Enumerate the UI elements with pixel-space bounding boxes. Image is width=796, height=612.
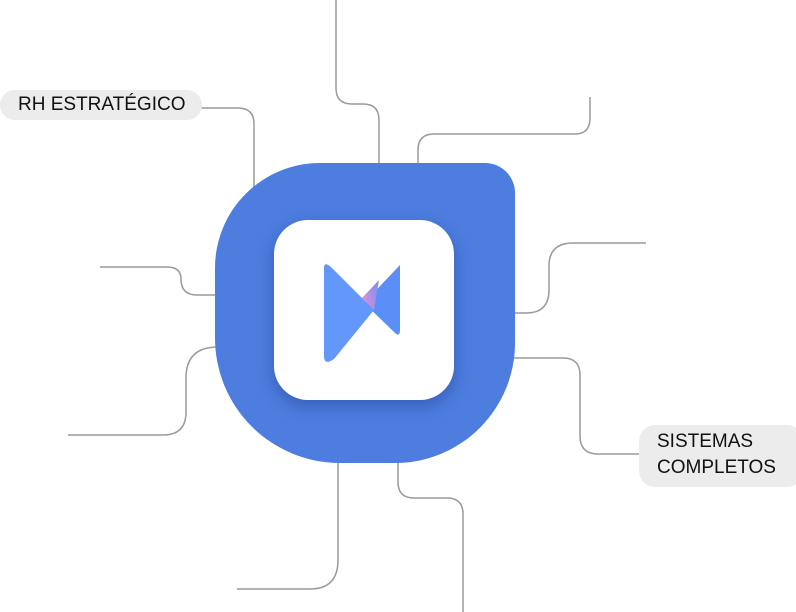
connector-line-sistemas xyxy=(454,357,639,455)
connector-line-top xyxy=(335,0,380,220)
connector-line-left-lower xyxy=(68,346,274,436)
label-sistemas-completos: SISTEMAS COMPLETOS xyxy=(639,425,796,487)
connector-line-top-right xyxy=(417,97,591,220)
logo-card xyxy=(274,220,454,400)
connector-line-bottom-right xyxy=(397,400,464,612)
label-sistemas-line1: SISTEMAS xyxy=(657,431,754,452)
label-sistemas-line2: COMPLETOS xyxy=(657,457,776,478)
connector-line-bottom-left xyxy=(237,400,339,590)
connector-line-right-upper xyxy=(454,242,646,314)
label-rh-estrategico-text: RH ESTRATÉGICO xyxy=(18,94,186,115)
bowtie-logo-icon xyxy=(324,264,400,362)
label-rh-estrategico: RH ESTRATÉGICO xyxy=(0,90,202,120)
connector-line-left-upper xyxy=(100,266,274,296)
